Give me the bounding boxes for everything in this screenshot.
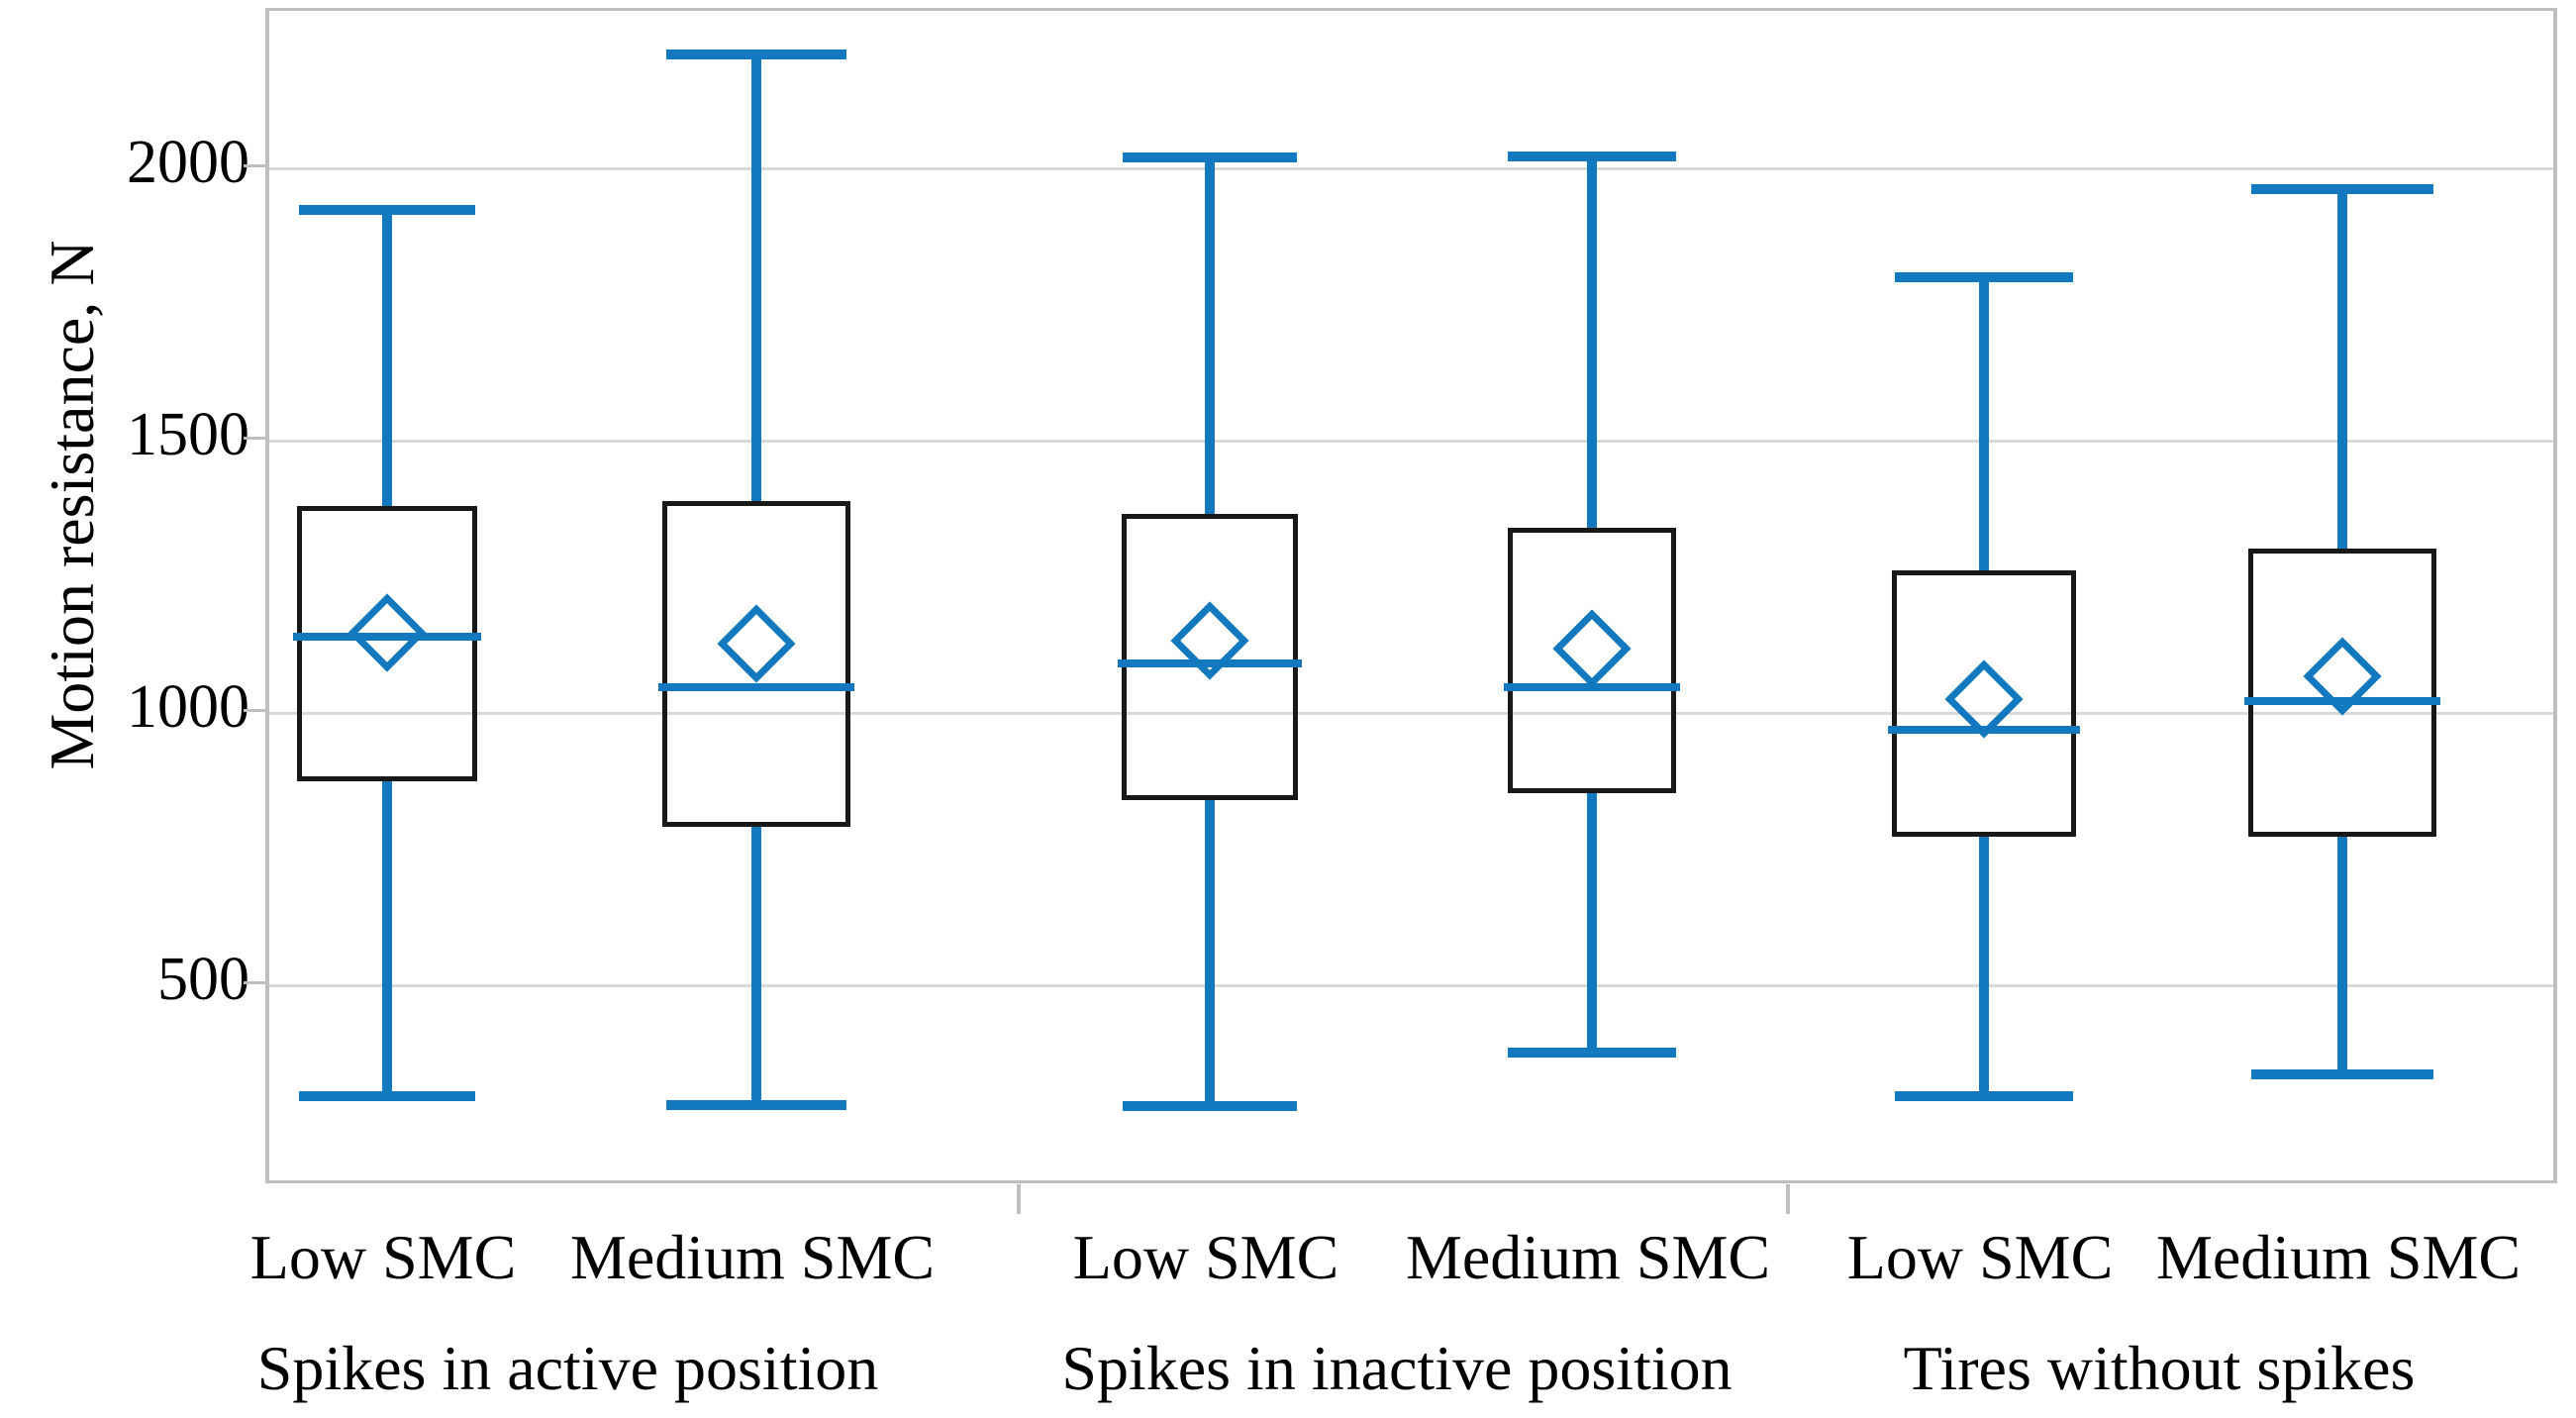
box-iqr (1122, 514, 1298, 800)
y-tick-label: 500 (157, 945, 249, 1013)
y-tick-mark (244, 980, 265, 984)
y-tick-mark (244, 164, 265, 168)
x-group-label: Tires without spikes (1903, 1333, 2416, 1403)
median-line (1118, 659, 1302, 668)
whisker-lower (1979, 837, 1989, 1097)
whisker-cap-lower (2251, 1069, 2433, 1080)
x-category-label: Low SMC (249, 1222, 517, 1292)
whisker-lower (1205, 799, 1215, 1106)
whisker-upper (751, 53, 761, 501)
x-group-label: Spikes in inactive position (1061, 1333, 1733, 1403)
x-category-label: Low SMC (1846, 1222, 2114, 1292)
y-tick-label: 1500 (127, 401, 249, 469)
y-tick-label: 1000 (127, 672, 249, 741)
x-category-label: Medium SMC (1405, 1222, 1771, 1292)
whisker-upper (382, 209, 392, 507)
whisker-cap-upper (2251, 184, 2433, 195)
y-tick-mark (244, 708, 265, 712)
whisker-lower (751, 827, 761, 1105)
group-separator-tick (1017, 1184, 1021, 1214)
whisker-cap-upper (1895, 272, 2073, 283)
x-category-label: Low SMC (1072, 1222, 1339, 1292)
gridline (269, 440, 2553, 444)
whisker-cap-upper (299, 204, 475, 215)
gridline (269, 711, 2553, 715)
whisker-cap-upper (1508, 152, 1676, 162)
whisker-upper (2337, 189, 2347, 549)
whisker-cap-upper (1123, 152, 1297, 163)
median-line (293, 632, 481, 641)
y-tick-label: 2000 (127, 129, 249, 197)
median-line (1888, 726, 2080, 735)
whisker-cap-lower (1895, 1091, 2073, 1102)
whisker-cap-lower (299, 1091, 475, 1102)
x-category-label: Medium SMC (2155, 1222, 2522, 1292)
box-iqr (1508, 528, 1676, 794)
whisker-cap-lower (1508, 1048, 1676, 1059)
group-separator-tick (1786, 1184, 1790, 1214)
whisker-lower (382, 780, 392, 1097)
gridline (269, 983, 2553, 987)
box-iqr (662, 500, 850, 828)
median-line (1504, 682, 1680, 691)
whisker-upper (1587, 156, 1597, 529)
whisker-lower (1587, 793, 1597, 1054)
box-iqr (1892, 569, 2076, 838)
whisker-cap-lower (666, 1099, 846, 1110)
median-line (2244, 696, 2440, 705)
box-iqr (297, 506, 477, 781)
gridline (269, 167, 2553, 171)
x-category-label: Medium SMC (569, 1222, 936, 1292)
whisker-cap-upper (666, 49, 846, 59)
median-line (658, 682, 854, 691)
whisker-upper (1979, 277, 1989, 570)
x-group-label: Spikes in active position (256, 1333, 879, 1403)
whisker-lower (2337, 837, 2347, 1075)
whisker-upper (1205, 157, 1215, 515)
y-tick-mark (244, 437, 265, 441)
plot-area (265, 8, 2557, 1214)
whisker-cap-lower (1123, 1100, 1297, 1111)
box-iqr (2248, 548, 2436, 838)
x-axis-labels: Low SMC Medium SMC Low SMC Medium SMC Low SM… (250, 1220, 2557, 1418)
